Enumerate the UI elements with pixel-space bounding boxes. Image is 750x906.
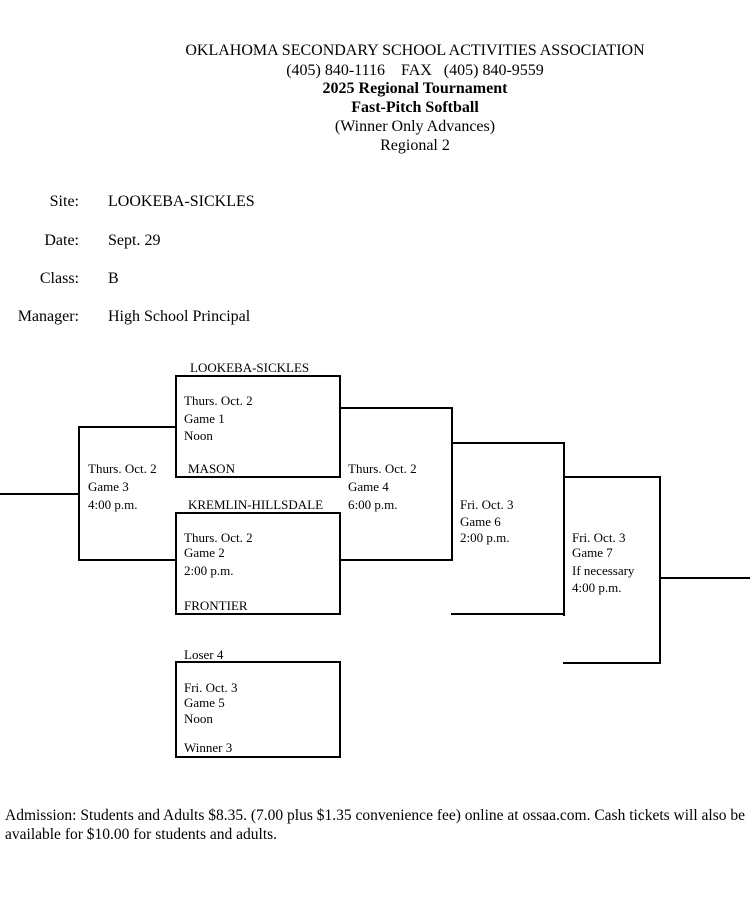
phone-fax: (405) 840-1116 FAX (405) 840-9559 <box>286 62 544 79</box>
regional-number: Regional 2 <box>380 137 450 154</box>
format-note: (Winner Only Advances) <box>334 118 496 135</box>
game4-label: Game 4 <box>348 479 389 494</box>
team-kremlin-hillsdale: KREMLIN-HILLSDALE <box>188 497 324 512</box>
g1-top-line <box>175 375 341 377</box>
game1-label: Game 1 <box>184 411 225 426</box>
g7-top-line <box>563 476 661 478</box>
g4-top-line <box>339 407 453 409</box>
game1-time: Noon <box>184 428 213 443</box>
site-value: LOOKEBA-SICKLES <box>108 193 255 210</box>
g1-bottom-line <box>175 476 341 478</box>
game5-label: Game 5 <box>184 695 225 710</box>
date-label: Date: <box>44 232 79 249</box>
game6-label: Game 6 <box>460 514 501 529</box>
g5-top-line <box>175 661 341 663</box>
game6-time: 2:00 p.m. <box>460 530 510 545</box>
g7-out-line <box>659 577 750 579</box>
sport-title: Fast-Pitch Softball <box>351 99 479 116</box>
g7-bottom-line <box>563 662 661 664</box>
game1-date: Thurs. Oct. 2 <box>184 393 253 408</box>
admission-note: Admission: Students and Adults $8.35. (7… <box>5 806 745 844</box>
g4-bottom-line <box>339 559 453 561</box>
game6-date: Fri. Oct. 3 <box>460 497 514 512</box>
game2-time: 2:00 p.m. <box>184 563 234 578</box>
game2-label: Game 2 <box>184 545 225 560</box>
g2-right-line <box>339 512 341 615</box>
g3-bottom-line <box>78 559 177 561</box>
g1-right-line <box>339 375 341 478</box>
admission-line-2: available for $10.00 for students and ad… <box>5 826 278 843</box>
game3-label: Game 3 <box>88 479 129 494</box>
class-value: B <box>108 270 119 287</box>
site-label: Site: <box>49 193 79 210</box>
g2-bottom-line <box>175 613 341 615</box>
manager-label: Manager: <box>17 308 79 325</box>
g3-top-line <box>78 426 177 428</box>
game4-date: Thurs. Oct. 2 <box>348 461 417 476</box>
team-frontier: FRONTIER <box>184 598 248 613</box>
g7-right-line <box>659 476 661 664</box>
game7-note: If necessary <box>572 563 635 578</box>
date-value: Sept. 29 <box>108 232 161 249</box>
g6-bottom-line <box>451 613 565 615</box>
tournament-title: 2025 Regional Tournament <box>322 80 508 97</box>
org-name: OKLAHOMA SECONDARY SCHOOL ACTIVITIES ASS… <box>185 42 645 59</box>
g5-bottom-line <box>175 756 341 758</box>
g6-right-line <box>563 442 565 616</box>
game2-date: Thurs. Oct. 2 <box>184 530 253 545</box>
admission-line-1: Admission: Students and Adults $8.35. (7… <box>5 807 746 824</box>
g6-top-line <box>451 442 565 444</box>
team-lookeba-sickles: LOOKEBA-SICKLES <box>190 360 310 375</box>
game7-label: Game 7 <box>572 545 613 560</box>
loser-4: Loser 4 <box>184 647 224 662</box>
g4-right-line <box>451 407 453 561</box>
g5-left-line <box>175 661 177 758</box>
game5-date: Fri. Oct. 3 <box>184 680 238 695</box>
team-mason: MASON <box>188 461 235 476</box>
manager-value: High School Principal <box>108 308 251 325</box>
class-label: Class: <box>39 270 79 287</box>
g3-out-line <box>0 493 80 495</box>
game7-date: Fri. Oct. 3 <box>572 530 626 545</box>
game3-date: Thurs. Oct. 2 <box>88 461 157 476</box>
game4-time: 6:00 p.m. <box>348 497 398 512</box>
game7-time: 4:00 p.m. <box>572 580 622 595</box>
game3-time: 4:00 p.m. <box>88 497 138 512</box>
g2-top-line <box>175 512 341 514</box>
game5-time: Noon <box>184 711 213 726</box>
g5-right-line <box>339 661 341 758</box>
winner-3: Winner 3 <box>184 740 233 755</box>
g2-left-line <box>175 512 177 615</box>
